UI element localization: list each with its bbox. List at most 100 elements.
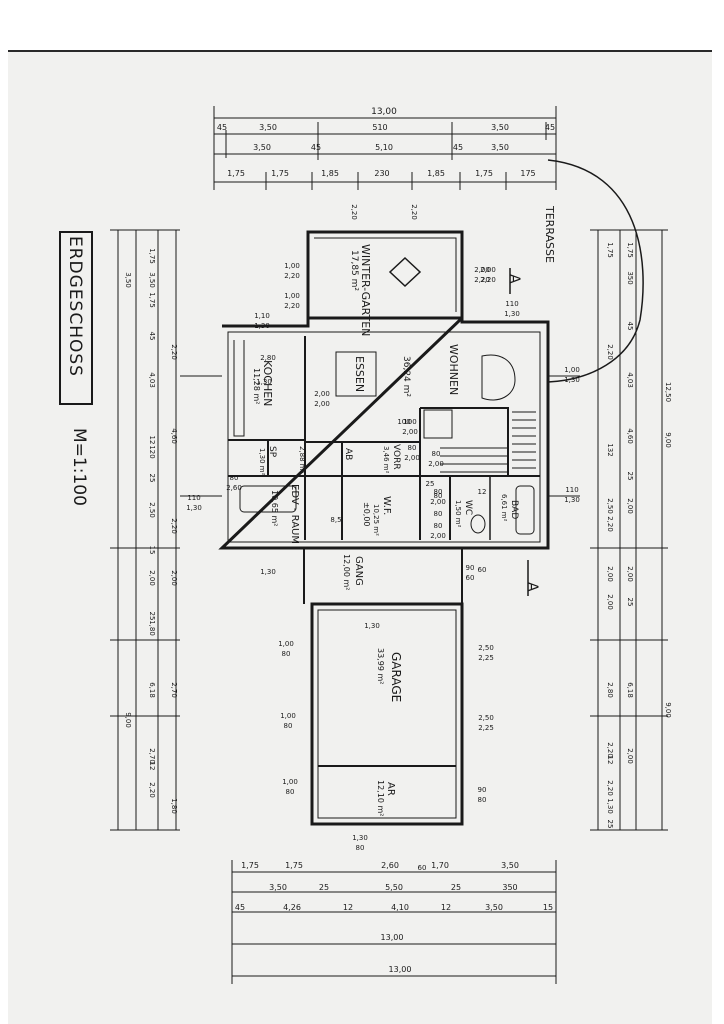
dim-right-inner: 25 xyxy=(606,820,614,829)
dim-bottom-row3: 3,50 xyxy=(485,903,503,912)
room-name-vorr: VORR xyxy=(391,444,401,470)
dim-left-mid: 2,50 xyxy=(148,502,156,518)
dim-left-mid: 6,18 xyxy=(148,682,156,698)
dim-bottom-row3: 12 xyxy=(343,903,353,912)
dim-bottom-row3: 12 xyxy=(441,903,451,912)
dim-opening-top: 1,10 xyxy=(254,312,270,320)
dim-opening-bottom: 2,00 xyxy=(428,460,444,468)
dim-top-wintergarten: 2,20 xyxy=(410,204,418,220)
dim-opening-bottom: 2,25 xyxy=(478,724,494,732)
room-area-ar: 12,10 m² xyxy=(376,780,385,816)
room-area-edv: 10,65 m² xyxy=(270,490,279,526)
dim-left-inner: 2,20 xyxy=(170,518,178,534)
wintergarten-table xyxy=(388,256,422,288)
dim-opening-top: 80 xyxy=(432,450,441,458)
dim-left-mid: 45 xyxy=(148,332,156,341)
wall-wintergarten xyxy=(306,230,464,320)
room-name-wintergarten: WINTER-GARTEN xyxy=(359,244,372,336)
dim-top-row2: 3,50 xyxy=(491,143,509,152)
dim-left-inner: 1,80 xyxy=(170,798,178,814)
dim-right-inner: 2,80 xyxy=(606,682,614,698)
dim-right-outer: 9,00 xyxy=(664,702,672,718)
plan-sheet xyxy=(8,52,712,1024)
dim-top-row3: 230 xyxy=(374,169,389,178)
dim-bottom-row1: 1,75 xyxy=(241,861,259,870)
dim-opening-bottom: 1,30 xyxy=(254,322,270,330)
dim-opening-bottom: 1,30 xyxy=(504,310,520,318)
dim-opening-top: 80 xyxy=(434,488,443,496)
dim-top-row3: 175 xyxy=(520,169,535,178)
dim-opening-bottom: 80 xyxy=(282,650,291,658)
dim-right-outer: 12,50 xyxy=(664,382,672,402)
dim-bottom-overall-2: 13,00 xyxy=(389,965,412,974)
dim-opening-bottom: 1,30 xyxy=(564,376,580,384)
room-area-sp: 1,30 m² xyxy=(258,448,266,476)
dim-opening-top: 110 xyxy=(187,494,200,502)
title-text: ERDGESCHOSS xyxy=(65,236,85,377)
dim-right-mid: 4,60 xyxy=(626,428,634,444)
wall-wintergarten-inner xyxy=(314,237,457,312)
room-name-wc: WC xyxy=(463,500,473,515)
dim-right-mid: 25 xyxy=(626,472,634,481)
dim-misc: 1,30 xyxy=(260,568,276,576)
dim-opening-top: 80 xyxy=(230,474,239,482)
dining-table xyxy=(335,351,377,397)
edv-desk xyxy=(239,485,297,513)
room-name-terrasse: TERRASSE xyxy=(543,205,556,263)
dim-misc: 8,5 xyxy=(330,516,341,524)
room-area-vorr: 3,46 m² xyxy=(382,446,390,474)
dim-bottom-row1: 2,60 xyxy=(381,861,399,870)
dim-bottom-row3: 4,26 xyxy=(283,903,301,912)
dim-right-inner: 2,20 xyxy=(606,344,614,360)
room-labels: WINTER-GARTEN 17,85 m² WOHNEN 36,24 m² E… xyxy=(252,205,556,816)
dim-right-mid: 6,18 xyxy=(626,682,634,698)
dim-left-mid: 12 xyxy=(148,436,156,445)
wall-house xyxy=(218,314,550,550)
dim-bottom-row2: 25 xyxy=(451,883,461,892)
dim-right-inner: 2,50 xyxy=(606,498,614,514)
room-area-ab: 2,88 m² xyxy=(298,446,306,474)
dim-bottom-row1: 1,75 xyxy=(285,861,303,870)
dim-top-row2: 3,50 xyxy=(253,143,271,152)
dim-left-mid: 15 xyxy=(148,546,156,555)
dim-opening-top: 1,00 xyxy=(284,292,300,300)
dim-misc: 12 xyxy=(478,488,487,496)
dim-right-inner: 132 xyxy=(606,443,614,456)
title-block: ERDGESCHOSS M=1:100 xyxy=(59,231,93,506)
dim-right-inner: 12 xyxy=(606,756,614,765)
dim-top-overall: 13,00 xyxy=(371,107,397,117)
dim-right-inner: 2,20 xyxy=(606,742,614,758)
dim-left-mid: 2,70 xyxy=(148,748,156,764)
dim-left-inner: 2,20 xyxy=(170,344,178,360)
dim-bottom-row2: 5,50 xyxy=(385,883,403,892)
dim-right-mid: 4,03 xyxy=(626,372,634,388)
dim-right-inner: 2,00 xyxy=(606,594,614,610)
dim-top-row2: 45 xyxy=(311,143,321,152)
dim-opening-bottom: 1,30 xyxy=(186,504,202,512)
dim-bottom-row3: 15 xyxy=(543,903,553,912)
dim-opening-top: 1,00 xyxy=(564,366,580,374)
dim-misc: 60 xyxy=(478,566,487,574)
room-name-wf: W.F. xyxy=(381,496,392,515)
dim-left-mid: 4,03 xyxy=(148,372,156,388)
room-area-gang: 12,00 m² xyxy=(342,554,351,590)
dim-left-mid: 1,75 xyxy=(148,292,156,308)
dim-right-mid: 45 xyxy=(626,322,634,331)
dim-opening-top: 110 xyxy=(505,300,518,308)
dim-right-mid: 1,75 xyxy=(626,242,634,258)
dim-opening-bottom: 1,30 xyxy=(564,496,580,504)
dim-opening-top: 80 xyxy=(408,444,417,452)
dim-opening-bottom: 80 xyxy=(286,788,295,796)
dim-top-row3: 1,75 xyxy=(227,169,245,178)
dim-opening-top: 100 xyxy=(403,418,416,426)
dim-top-row1: 3,50 xyxy=(491,123,509,132)
dim-left-mid: 1,80 xyxy=(148,620,156,636)
stairs xyxy=(440,411,536,473)
dim-bottom-row1: 3,50 xyxy=(501,861,519,870)
dim-right-inner: 1,75 xyxy=(606,242,614,258)
dim-right-mid: 2,00 xyxy=(626,748,634,764)
dim-left-mid: 12 xyxy=(148,762,156,771)
wall-house-inner xyxy=(227,331,541,543)
dim-top-wintergarten: 2,20 xyxy=(474,276,490,284)
dim-misc: 2,80 xyxy=(260,354,276,362)
